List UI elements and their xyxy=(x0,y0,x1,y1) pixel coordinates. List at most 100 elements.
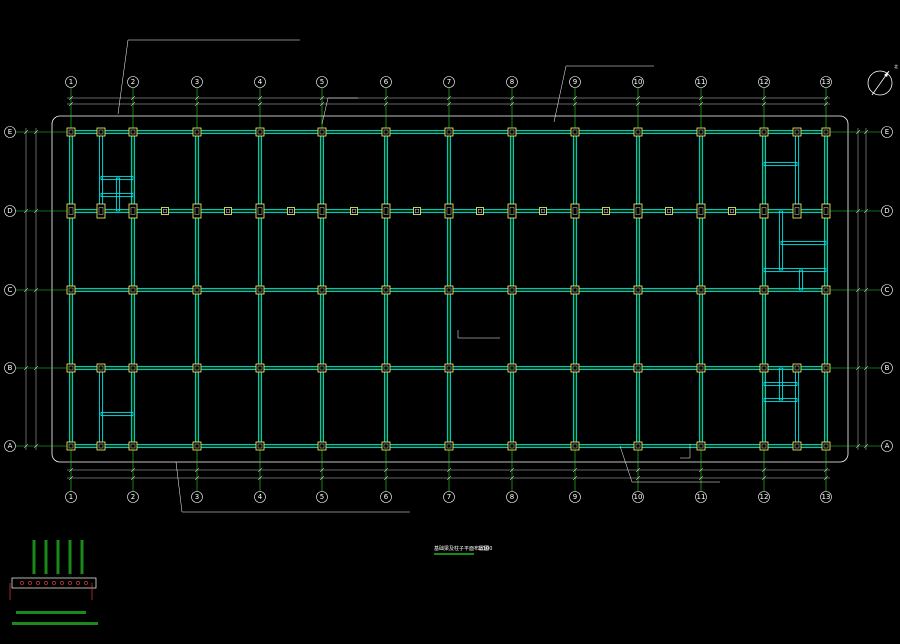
axis-bubble-top-1-label: 1 xyxy=(69,78,73,86)
dimension-tick xyxy=(698,475,704,481)
rebar-detail xyxy=(9,540,98,625)
column xyxy=(570,441,580,451)
column xyxy=(633,127,643,137)
dimension-tick xyxy=(761,101,767,107)
column-core xyxy=(68,207,74,215)
column-core xyxy=(319,365,325,371)
column xyxy=(66,127,76,137)
column-core xyxy=(823,129,829,135)
column xyxy=(255,285,265,295)
leader-line xyxy=(619,445,720,483)
dimension-tick xyxy=(33,365,39,371)
dimension-tick xyxy=(257,95,263,101)
axis-bubble-bottom-11-label: 11 xyxy=(697,493,706,501)
column xyxy=(317,441,327,451)
axis-bubble-bottom-9-label: 9 xyxy=(573,493,577,501)
dimension-tick xyxy=(823,95,829,101)
dimension-tick xyxy=(383,95,389,101)
axis-bubble-bottom-13-label: 13 xyxy=(822,493,831,501)
beam-horizontal xyxy=(100,175,134,181)
dimension-tick xyxy=(572,475,578,481)
column xyxy=(507,203,517,219)
column xyxy=(128,203,138,219)
dimension-tick xyxy=(855,365,861,371)
column-core xyxy=(572,287,578,293)
column-core xyxy=(509,443,515,449)
dimension-tick xyxy=(572,101,578,107)
beam-horizontal xyxy=(780,240,827,246)
outer-boundary xyxy=(51,115,849,463)
detail-note-bar xyxy=(16,611,86,614)
axis-bubble-left-E-label: E xyxy=(8,128,12,136)
dimension-tick xyxy=(383,101,389,107)
dimension-tick xyxy=(383,467,389,473)
column xyxy=(792,203,802,219)
column-core xyxy=(319,443,325,449)
column xyxy=(633,363,643,373)
leader-line xyxy=(321,97,358,125)
column xyxy=(633,203,643,219)
column-small xyxy=(665,207,673,215)
column xyxy=(570,285,580,295)
column-core xyxy=(794,365,800,371)
column-small xyxy=(539,207,547,215)
column xyxy=(759,127,769,137)
axis-bubble-left-B-circle xyxy=(4,362,16,374)
beam-vertical xyxy=(778,367,784,401)
dimension-tick xyxy=(319,467,325,473)
column-core xyxy=(794,443,800,449)
dimension-tick xyxy=(446,467,452,473)
leader-line xyxy=(117,39,300,115)
column xyxy=(696,285,706,295)
dimension-tick xyxy=(509,101,515,107)
axis-bubble-right-C-label: C xyxy=(885,286,890,294)
dimension-tick xyxy=(855,287,861,293)
axis-bubble-bottom-7-circle xyxy=(443,491,455,503)
dimension-tick xyxy=(194,95,200,101)
dimension-tick xyxy=(130,95,136,101)
column xyxy=(570,127,580,137)
axis-bubble-bottom-10-label: 10 xyxy=(634,493,643,501)
beam-horizontal xyxy=(763,161,798,167)
column-core xyxy=(383,443,389,449)
column xyxy=(317,363,327,373)
column-small-core xyxy=(415,209,419,213)
axis-bubble-top-6-label: 6 xyxy=(384,78,389,86)
dimension-tick xyxy=(257,101,263,107)
axis-bubble-left-B-label: B xyxy=(8,364,13,372)
leader-line xyxy=(457,330,500,339)
column xyxy=(192,441,202,451)
column-core xyxy=(98,365,104,371)
column-core xyxy=(319,287,325,293)
axis-bubble-right-E-label: E xyxy=(885,128,889,136)
column xyxy=(255,441,265,451)
column-small xyxy=(728,207,736,215)
column xyxy=(128,127,138,137)
column xyxy=(317,285,327,295)
column-core xyxy=(98,207,104,215)
column xyxy=(192,203,202,219)
column-core xyxy=(509,129,515,135)
column xyxy=(633,441,643,451)
axis-bubble-right-D-circle xyxy=(881,205,893,217)
axis-bubble-left-D-circle xyxy=(4,205,16,217)
axis-bubble-top-5-circle xyxy=(316,76,328,88)
axis-bubble-top-8-label: 8 xyxy=(510,78,514,86)
rebar-label-bar xyxy=(68,540,72,574)
dimension-tick xyxy=(23,287,29,293)
dimension-tick xyxy=(68,467,74,473)
column xyxy=(255,363,265,373)
column-core xyxy=(68,365,74,371)
column-core xyxy=(572,365,578,371)
column xyxy=(696,441,706,451)
column-core xyxy=(635,287,641,293)
dimension-tick xyxy=(446,101,452,107)
column-core xyxy=(823,365,829,371)
columns xyxy=(66,127,831,451)
dimension-tick xyxy=(509,95,515,101)
column-core xyxy=(130,443,136,449)
rebar-circle xyxy=(68,581,72,585)
axis-bubble-bottom-6-circle xyxy=(380,491,392,503)
axis-bubble-top-2-circle xyxy=(127,76,139,88)
